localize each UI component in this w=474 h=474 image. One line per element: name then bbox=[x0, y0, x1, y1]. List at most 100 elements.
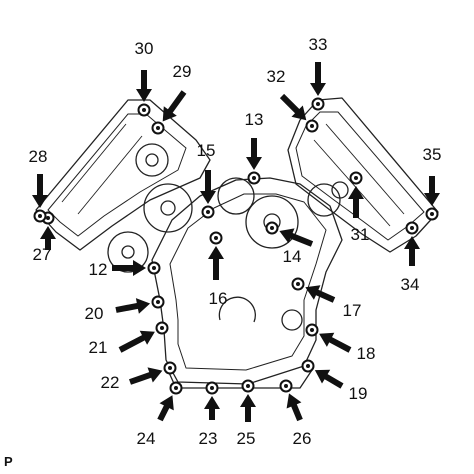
arrow-12 bbox=[112, 260, 146, 276]
bolt-center-29 bbox=[156, 126, 160, 130]
bolt-center-22 bbox=[168, 366, 172, 370]
left-idler-pulley bbox=[107, 231, 149, 273]
bolt-label-33: 33 bbox=[309, 35, 328, 54]
lower-boss bbox=[281, 309, 303, 331]
crank-pulley-arc bbox=[218, 296, 256, 323]
arrow-26 bbox=[286, 393, 303, 422]
oil-pan-rail bbox=[165, 365, 313, 389]
bolt-label-18: 18 bbox=[357, 344, 376, 363]
bolt-callout-29: 29 bbox=[151, 62, 192, 135]
left-bank-inner bbox=[47, 113, 187, 237]
bolt-center-28 bbox=[38, 214, 42, 218]
bolt-callouts: 12 13 14 15 16 17 18 19 20 21 22 23 24 25 26 27 28 29 30 31… bbox=[29, 35, 442, 448]
bolt-label-21: 21 bbox=[89, 338, 108, 357]
bolt-label-14: 14 bbox=[283, 247, 302, 266]
right-bank-outline bbox=[287, 97, 439, 253]
bolt-callout-30: 30 bbox=[135, 39, 154, 117]
bolt-center-20 bbox=[156, 300, 160, 304]
bolt-callout-27: 27 bbox=[33, 211, 56, 264]
bolt-label-12: 12 bbox=[89, 260, 108, 279]
arrow-14 bbox=[279, 228, 314, 247]
bolt-label-29: 29 bbox=[173, 62, 192, 81]
bolt-label-15: 15 bbox=[197, 141, 216, 160]
bolt-callout-12: 12 bbox=[89, 260, 161, 279]
arrow-16 bbox=[208, 246, 224, 280]
right-bank-boss bbox=[331, 181, 349, 199]
bolt-callout-19: 19 bbox=[301, 359, 368, 403]
bolt-callout-28: 28 bbox=[29, 147, 48, 223]
arrow-22 bbox=[129, 367, 163, 385]
bolt-center-19 bbox=[306, 364, 310, 368]
bolt-center-34 bbox=[410, 226, 414, 230]
bolt-callout-14: 14 bbox=[265, 221, 314, 266]
left-idler-hub bbox=[121, 245, 135, 259]
arrow-31 bbox=[348, 186, 364, 218]
arrow-23 bbox=[204, 396, 220, 420]
bolt-label-25: 25 bbox=[237, 429, 256, 448]
bolt-center-16 bbox=[214, 236, 218, 240]
bolt-label-17: 17 bbox=[343, 301, 362, 320]
arrow-29 bbox=[162, 90, 187, 122]
arrow-27 bbox=[40, 226, 56, 250]
bolt-label-31: 31 bbox=[351, 225, 370, 244]
bolt-label-34: 34 bbox=[401, 275, 420, 294]
bolt-callout-32: 32 bbox=[267, 67, 319, 133]
bolt-callout-21: 21 bbox=[89, 321, 169, 357]
bolt-callout-15: 15 bbox=[197, 141, 216, 219]
arrow-20 bbox=[115, 298, 151, 314]
arrow-25 bbox=[240, 394, 256, 422]
bolt-callout-16: 16 bbox=[208, 231, 227, 308]
right-bank-rib-1 bbox=[325, 123, 405, 215]
bolt-center-32 bbox=[310, 124, 314, 128]
bolt-callout-18: 18 bbox=[305, 323, 376, 363]
arrow-18 bbox=[319, 332, 352, 353]
bolt-center-18 bbox=[310, 328, 314, 332]
bolt-callout-34: 34 bbox=[401, 221, 420, 294]
bolt-center-21 bbox=[160, 326, 164, 330]
bolt-label-27: 27 bbox=[33, 245, 52, 264]
bolt-callout-24: 24 bbox=[137, 381, 183, 448]
arrow-15 bbox=[200, 170, 216, 204]
right-idler-pulley bbox=[307, 183, 341, 217]
left-cam-sprocket bbox=[143, 183, 193, 233]
bolt-label-28: 28 bbox=[29, 147, 48, 166]
bolt-label-23: 23 bbox=[199, 429, 218, 448]
left-bank-outline bbox=[35, 99, 211, 251]
right-bank-inner bbox=[295, 111, 425, 241]
left-bank-cam-journal bbox=[135, 143, 169, 177]
bolt-callout-17: 17 bbox=[291, 277, 362, 320]
bolt-center-35 bbox=[430, 212, 434, 216]
bolt-label-13: 13 bbox=[245, 110, 264, 129]
bolt-center-27 bbox=[46, 216, 50, 220]
bolt-center-13 bbox=[252, 176, 256, 180]
left-cam-sprocket-hub bbox=[160, 200, 176, 216]
bolt-center-25 bbox=[246, 384, 250, 388]
bolt-callout-26: 26 bbox=[279, 379, 311, 448]
arrow-24 bbox=[157, 395, 174, 422]
arrow-28 bbox=[32, 174, 48, 208]
bolt-center-14 bbox=[270, 226, 274, 230]
bolt-center-30 bbox=[142, 108, 146, 112]
arrow-19 bbox=[314, 369, 344, 389]
arrow-21 bbox=[118, 330, 155, 353]
arrow-17 bbox=[305, 285, 336, 303]
left-bank-rib-1 bbox=[61, 123, 127, 203]
bolt-center-24 bbox=[174, 386, 178, 390]
bolt-label-19: 19 bbox=[349, 384, 368, 403]
arrow-33 bbox=[310, 62, 326, 96]
left-bank-cam-journal-hub bbox=[145, 153, 159, 167]
corner-label: P bbox=[4, 454, 13, 469]
arrow-32 bbox=[279, 93, 307, 121]
bolt-label-35: 35 bbox=[423, 145, 442, 164]
bolt-callout-31: 31 bbox=[348, 171, 370, 244]
bolt-label-32: 32 bbox=[267, 67, 286, 86]
bolt-callout-35: 35 bbox=[423, 145, 442, 221]
bolt-label-20: 20 bbox=[85, 304, 104, 323]
bolt-callout-33: 33 bbox=[309, 35, 328, 111]
arrow-35 bbox=[424, 176, 440, 206]
bolt-label-30: 30 bbox=[135, 39, 154, 58]
bolt-center-26 bbox=[284, 384, 288, 388]
center-gear bbox=[217, 177, 255, 215]
bolt-callout-22: 22 bbox=[101, 361, 177, 392]
